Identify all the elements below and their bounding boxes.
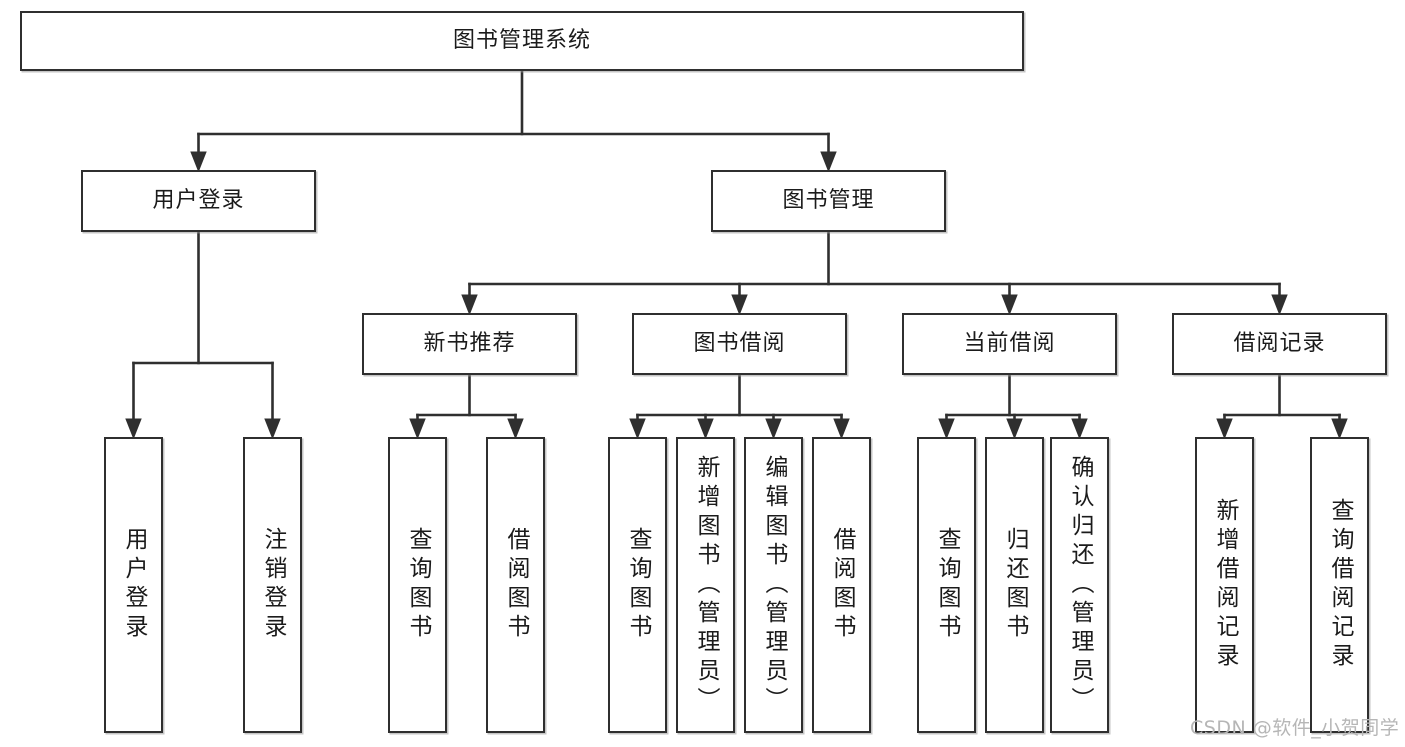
- node-borrow-record[interactable]: 借阅记录: [1172, 313, 1387, 375]
- arrowhead-icon: [507, 418, 524, 440]
- arrowhead-icon: [1001, 294, 1018, 316]
- arrowhead-icon: [697, 418, 714, 440]
- node-label-leaf-query-record: 查询借阅记录: [1327, 498, 1353, 672]
- node-label-leaf-edit-book: 编辑图书（管理员）: [761, 454, 787, 716]
- node-label-book-manage: 图书管理: [782, 188, 875, 214]
- node-book-manage[interactable]: 图书管理: [711, 170, 946, 232]
- node-label-leaf-query-book-2: 查询图书: [625, 527, 651, 643]
- node-leaf-user-login[interactable]: 用户登录: [104, 437, 163, 733]
- arrowhead-icon: [264, 418, 281, 440]
- arrowhead-icon: [1216, 418, 1233, 440]
- arrowhead-icon: [125, 418, 142, 440]
- node-label-user-login: 用户登录: [152, 188, 245, 214]
- arrowhead-icon: [938, 418, 955, 440]
- node-label-root: 图书管理系统: [452, 28, 591, 54]
- arrowhead-icon: [409, 418, 426, 440]
- node-new-book-rec[interactable]: 新书推荐: [362, 313, 577, 375]
- node-leaf-add-book[interactable]: 新增图书（管理员）: [676, 437, 735, 733]
- arrowhead-icon: [765, 418, 782, 440]
- node-label-leaf-confirm-return: 确认归还（管理员）: [1067, 454, 1093, 716]
- watermark-label: CSDN @软件_小贺同学: [1190, 717, 1400, 739]
- arrowhead-icon: [461, 294, 478, 316]
- node-label-book-borrow: 图书借阅: [693, 331, 786, 357]
- node-label-leaf-borrow-book-2: 借阅图书: [829, 527, 855, 643]
- node-label-leaf-logout: 注销登录: [260, 527, 286, 643]
- node-label-leaf-query-book-3: 查询图书: [934, 527, 960, 643]
- arrowhead-icon: [1271, 294, 1288, 316]
- node-label-leaf-add-book: 新增图书（管理员）: [693, 454, 719, 716]
- node-label-borrow-record: 借阅记录: [1233, 331, 1326, 357]
- node-leaf-query-record[interactable]: 查询借阅记录: [1310, 437, 1369, 733]
- node-user-login[interactable]: 用户登录: [81, 170, 316, 232]
- arrowhead-icon: [1331, 418, 1348, 440]
- node-leaf-query-book-2[interactable]: 查询图书: [608, 437, 667, 733]
- arrowhead-icon: [1006, 418, 1023, 440]
- node-current-borrow[interactable]: 当前借阅: [902, 313, 1117, 375]
- node-leaf-query-book-3[interactable]: 查询图书: [917, 437, 976, 733]
- node-label-leaf-borrow-book-1: 借阅图书: [503, 527, 529, 643]
- arrowhead-icon: [833, 418, 850, 440]
- arrowhead-icon: [820, 151, 837, 173]
- arrowhead-icon: [629, 418, 646, 440]
- node-root[interactable]: 图书管理系统: [20, 11, 1024, 71]
- arrowhead-icon: [731, 294, 748, 316]
- node-label-leaf-query-book-1: 查询图书: [405, 527, 431, 643]
- arrowhead-icon: [190, 151, 207, 173]
- node-leaf-borrow-book-2[interactable]: 借阅图书: [812, 437, 871, 733]
- arrowhead-icon: [1071, 418, 1088, 440]
- node-label-new-book-rec: 新书推荐: [423, 331, 516, 357]
- node-label-current-borrow: 当前借阅: [963, 331, 1056, 357]
- node-leaf-return-book[interactable]: 归还图书: [985, 437, 1044, 733]
- node-book-borrow[interactable]: 图书借阅: [632, 313, 847, 375]
- node-leaf-logout[interactable]: 注销登录: [243, 437, 302, 733]
- node-leaf-edit-book[interactable]: 编辑图书（管理员）: [744, 437, 803, 733]
- node-leaf-confirm-return[interactable]: 确认归还（管理员）: [1050, 437, 1109, 733]
- node-label-leaf-return-book: 归还图书: [1002, 527, 1028, 643]
- node-leaf-borrow-book-1[interactable]: 借阅图书: [486, 437, 545, 733]
- node-label-leaf-user-login: 用户登录: [121, 527, 147, 643]
- node-label-leaf-add-record: 新增借阅记录: [1212, 498, 1238, 672]
- node-leaf-add-record[interactable]: 新增借阅记录: [1195, 437, 1254, 733]
- node-leaf-query-book-1[interactable]: 查询图书: [388, 437, 447, 733]
